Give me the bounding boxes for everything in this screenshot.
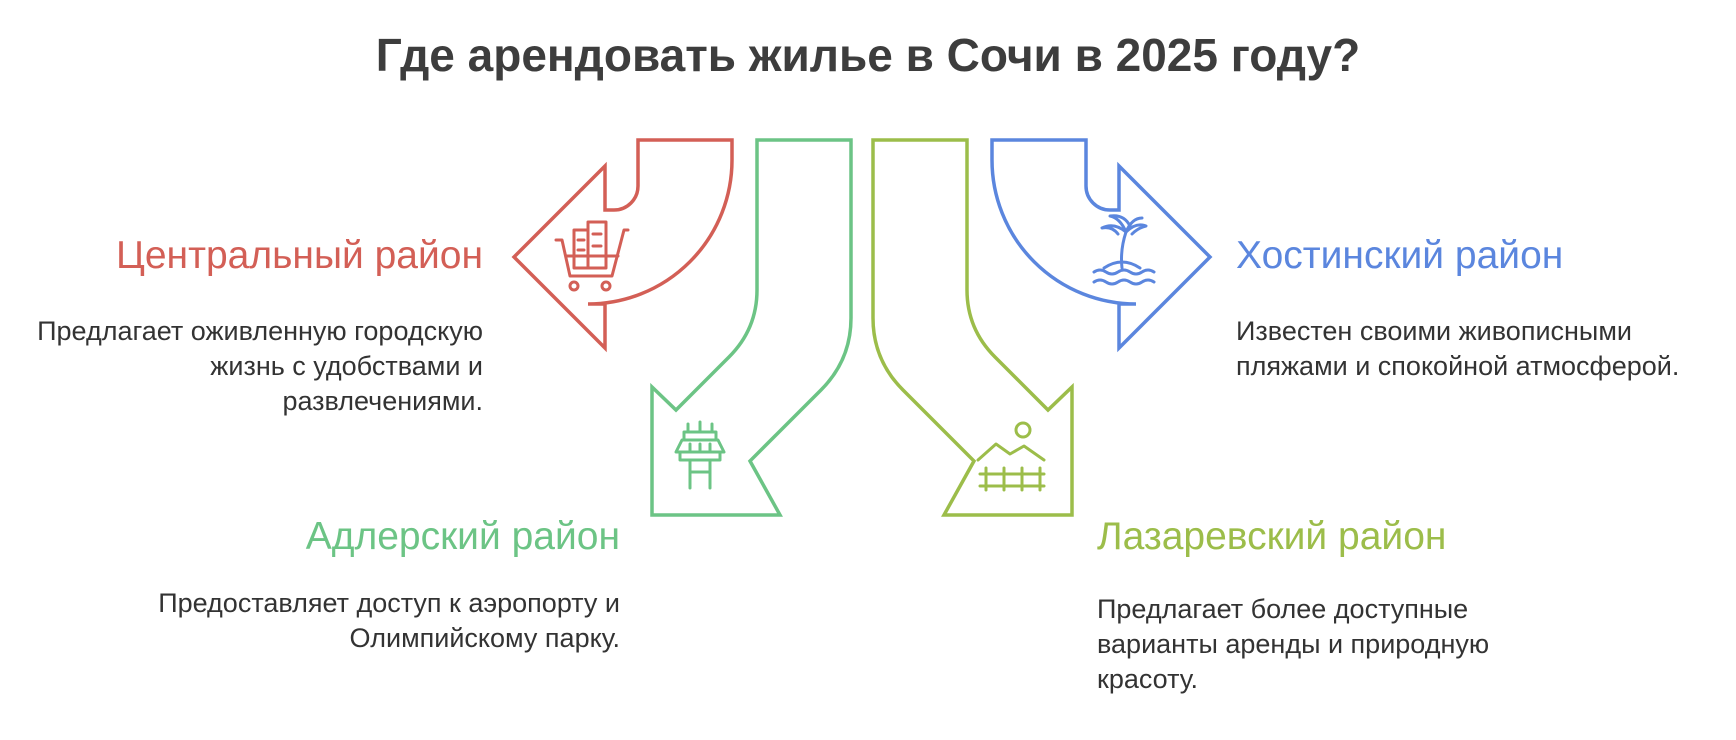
adler-description: Предоставляет доступ к аэропорту и Олимп…: [158, 588, 620, 653]
adler-arrow-outline: [650, 138, 853, 517]
palm-island-icon: [1092, 214, 1156, 286]
lazarevsky-arrow: [871, 138, 1074, 517]
lazarevsky-heading: Лазаревский район: [1097, 515, 1447, 558]
central-arrow: [511, 138, 734, 353]
lazarevsky-description: Предлагает более доступные варианты арен…: [1097, 594, 1490, 694]
central-description: Предлагает оживленную городскую жизнь с …: [37, 316, 483, 416]
khosta-description: Известен своими живописными пляжами и сп…: [1236, 316, 1680, 381]
control-tower-icon: [674, 420, 726, 490]
central-heading: Центральный район: [116, 234, 483, 277]
central-arrow-outline: [511, 138, 734, 353]
adler-arrow: [650, 138, 853, 517]
khosta-heading: Хостинский район: [1236, 234, 1564, 277]
khosta-arrow-outline: [990, 138, 1213, 353]
khosta-arrow: [990, 138, 1213, 353]
lazarevsky-arrow-outline: [871, 138, 1074, 517]
shopping-cart-buildings-icon: [554, 220, 630, 292]
adler-heading: Адлерский район: [305, 515, 620, 558]
landscape-fence-icon: [976, 421, 1046, 492]
page-title: Где арендовать жилье в Сочи в 2025 году?: [375, 29, 1361, 81]
